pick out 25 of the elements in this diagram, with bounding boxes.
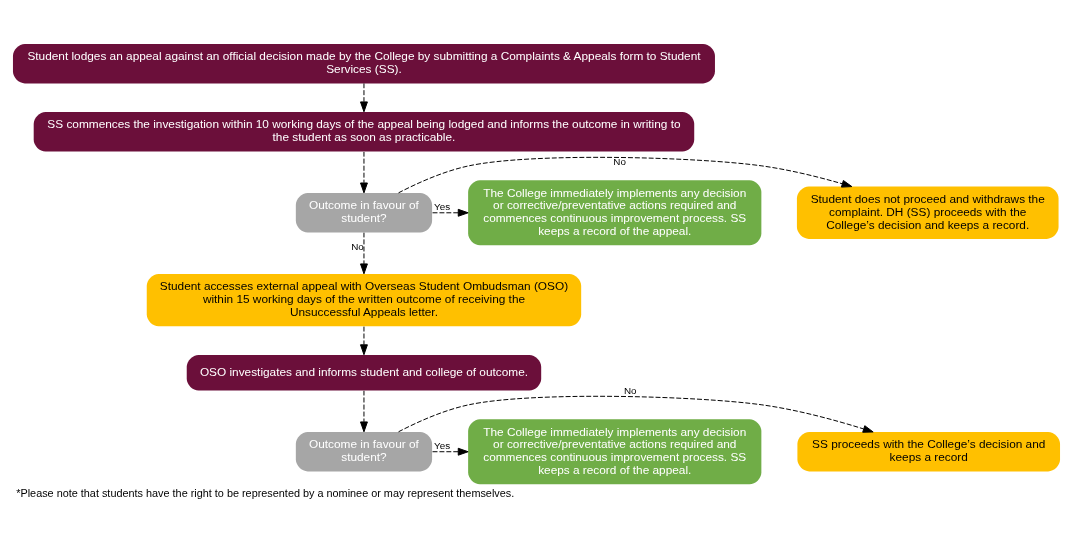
edge-label: Yes — [434, 439, 451, 451]
node-box: Outcome in favour of student? — [295, 192, 433, 233]
node-box: Student does not proceed and withdraws the complaint. DH (SS) proceeds with the College’s decision and keeps a record. — [796, 186, 1059, 239]
arrow — [360, 82, 368, 112]
node-box: Outcome in favour of student? — [295, 431, 433, 471]
node-box: OSO investigates and informs student and college of outcome. — [186, 354, 542, 390]
edge-label: Yes — [434, 200, 451, 212]
arrow — [432, 208, 469, 217]
node-box: Student accesses external appeal with Overseas Student Ombudsman (OSO) within 15 working days of the written outcome of receiving the Unsuccessful Appeals letter. — [146, 273, 582, 326]
arrow — [360, 389, 368, 432]
arrow — [398, 156, 853, 193]
arrow — [360, 231, 368, 274]
arrow — [398, 395, 874, 433]
node-box: The College immediately implements any decision or corrective/preventative actions required and commences continuous improvement process. SS keeps a record of the appeal. — [468, 179, 762, 245]
node-box: SS proceeds with the College’s decision and keeps a record — [797, 431, 1061, 471]
caption: *Please note that students have the right to be represented by a nominee or may represent themselves. — [16, 486, 515, 499]
edge-label: No — [613, 155, 626, 167]
edge-label: No — [623, 384, 637, 396]
arrow — [432, 447, 469, 456]
node-box: SS commences the investigation within 10 working days of the appeal being lodged and informs the outcome in writing to the student as soon as practicable. — [33, 111, 695, 152]
node-box: Student lodges an appeal against an official decision made by the College by submitting a Complaints & Appeals form to Student Services (SS). — [12, 43, 715, 83]
arrow — [360, 150, 368, 193]
arrow — [360, 325, 368, 355]
edge-label: No — [351, 240, 364, 252]
node-box: The College immediately implements any decision or corrective/preventative actions required and commences continuous improvement process. SS keeps a record of the appeal. — [468, 418, 762, 484]
